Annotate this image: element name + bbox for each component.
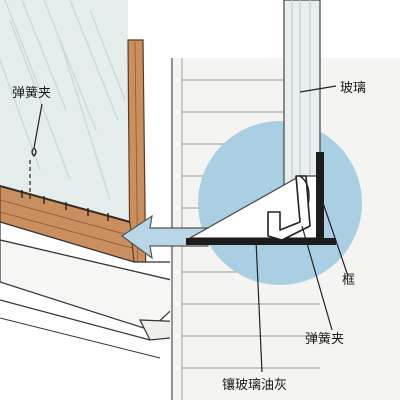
spring-clip-marks [21,190,109,221]
window-glass-pane [0,0,128,222]
leader-lines [29,85,349,373]
window-sash [0,0,191,359]
glass-reflections [0,0,126,201]
spring-clip-profile [267,175,311,241]
window-sill-lip [0,239,183,331]
label-spring-clip-right: 弹簧夹 [305,331,344,347]
label-spring-clip-left: 弹簧夹 [12,85,51,101]
detail-glass [283,0,321,191]
label-glazing-putty: 镶玻璃油灰 [222,377,287,393]
label-frame: 框 [342,273,355,288]
label-glass: 玻璃 [340,81,366,96]
